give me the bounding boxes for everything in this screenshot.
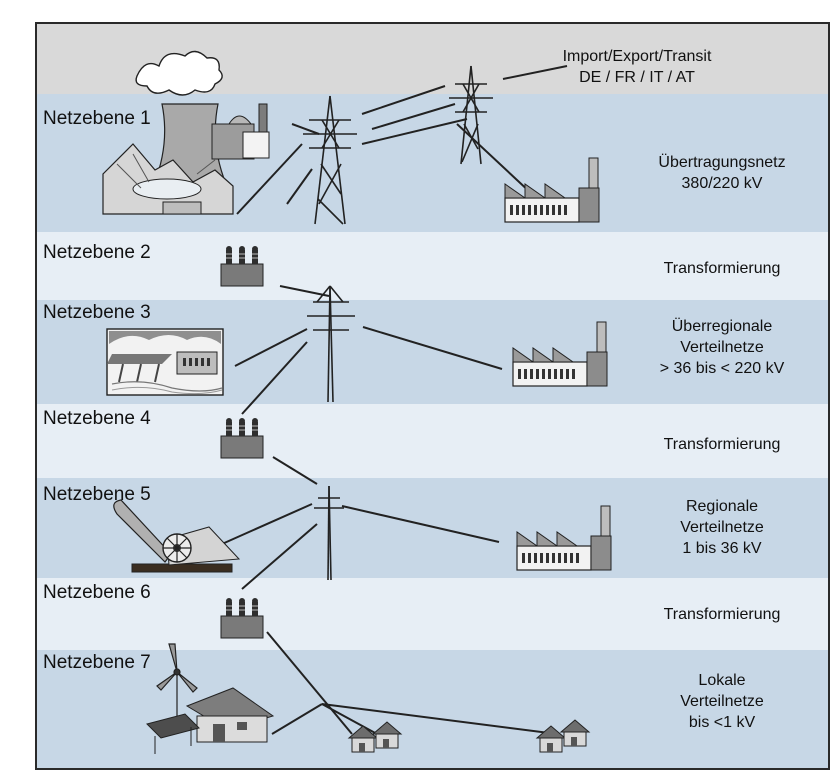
level-label-1: Netzebene 1 [43,108,151,129]
level-desc-1: Übertragungsnetz 380/220 kV [622,152,822,194]
level-desc-1-line-1: Übertragungsnetz [658,154,786,171]
house-icon-4 [560,719,590,747]
transformer-icon-3 [220,597,264,639]
level-label-5: Netzebene 5 [43,484,151,505]
header-line-1: Import/Export/Transit [562,48,712,65]
house-icon-3 [536,725,566,753]
level-desc-7-line-3: bis <1 kV [688,714,756,731]
level-desc-6: Transformierung [622,604,822,625]
pylon-large-1 [303,95,357,225]
transformer-icon-1 [220,245,264,287]
level-label-7: Netzebene 7 [43,652,151,673]
level-desc-5-line-1: Regionale [685,498,759,515]
level-desc-2: Transformierung [622,258,822,279]
level-label-4: Netzebene 4 [43,408,151,429]
level-desc-4: Transformierung [622,434,822,455]
band-level-2 [37,232,828,300]
level-desc-5: Regionale Verteilnetze 1 bis 36 kV [622,496,822,559]
header-import-export: Import/Export/Transit DE / FR / IT / AT [552,46,722,88]
wind-turbine-icon [156,643,198,724]
solar-house-icon [146,687,275,754]
band-level-6 [37,578,828,650]
diagram-frame: Import/Export/Transit DE / FR / IT / AT … [35,22,830,770]
house-icon-1 [348,725,378,753]
nuclear-plant-icon [102,50,270,215]
level-desc-5-line-2: Verteilnetze [680,519,764,536]
level-desc-2-line-1: Transformierung [663,260,781,277]
illustration [102,50,612,754]
house-icon-2 [372,721,402,749]
hydro-dam-icon [106,328,224,396]
factory-icon-2 [512,321,608,387]
header-line-2: DE / FR / IT / AT [579,69,695,86]
level-desc-1-line-2: 380/220 kV [681,175,763,192]
band-level-4 [37,404,828,478]
level-desc-3-line-1: Überregionale [671,318,773,335]
level-desc-4-line-1: Transformierung [663,436,781,453]
transformer-icon-2 [220,417,264,459]
factory-icon-3 [516,505,612,571]
band-level-7 [37,650,828,768]
level-desc-7-line-2: Verteilnetze [680,693,764,710]
level-desc-5-line-3: 1 bis 36 kV [682,540,762,557]
level-desc-7: Lokale Verteilnetze bis <1 kV [622,670,822,733]
pylon-small [314,485,344,581]
level-desc-7-line-1: Lokale [698,672,746,689]
level-desc-6-line-1: Transformierung [663,606,781,623]
pylon-medium [307,285,355,403]
level-desc-3: Überregionale Verteilnetze > 36 bis < 22… [622,316,822,379]
level-label-2: Netzebene 2 [43,242,151,263]
pylon-large-2 [449,65,493,165]
transmission-lines [221,65,568,735]
level-label-3: Netzebene 3 [43,302,151,323]
level-desc-3-line-2: Verteilnetze [680,339,764,356]
factory-icon-1 [504,157,600,223]
water-wheel-icon [113,499,241,573]
level-label-6: Netzebene 6 [43,582,151,603]
level-desc-3-line-3: > 36 bis < 220 kV [659,360,785,377]
